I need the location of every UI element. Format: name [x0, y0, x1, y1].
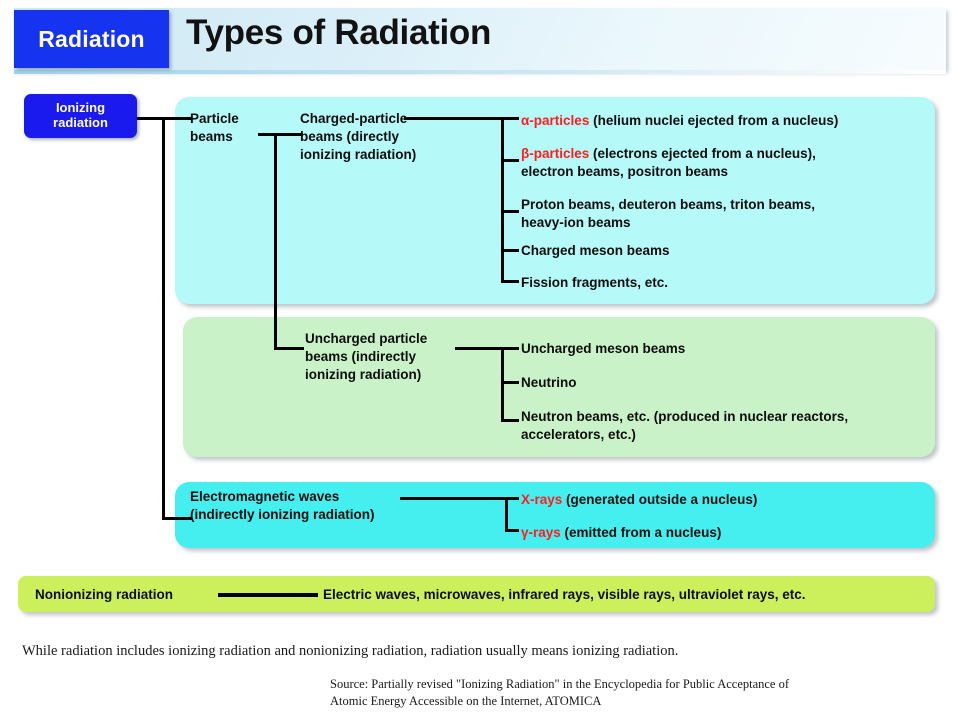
tick-item-a1 — [501, 117, 519, 120]
panel-electromagnetic-waves — [175, 482, 935, 548]
connector-particle-subtrunk — [274, 133, 277, 350]
list-item: X-rays (generated outside a nucleus) — [521, 491, 757, 509]
label-uncharged-particle-beams: Uncharged particle beams (indirectly ion… — [305, 331, 428, 382]
connector-nonionizing — [218, 593, 318, 597]
connector-uncharged-to-bracket — [455, 347, 504, 350]
header-underline-divider — [14, 70, 946, 74]
bracket-charged-particle-items — [501, 117, 504, 283]
list-item: α-particles (helium nuclei ejected from … — [521, 112, 838, 130]
item-text: Proton beams, deuteron beams, triton bea… — [521, 197, 816, 230]
tick-item-b2 — [501, 381, 519, 384]
tick-item-c2 — [505, 529, 519, 532]
connector-trunk-to-electromagnetic — [162, 517, 192, 520]
bracket-uncharged-items — [501, 347, 504, 422]
item-text: Fission fragments, etc. — [521, 275, 669, 290]
header-category-tag: Radiation — [14, 10, 169, 68]
connector-particle-to-subtrunk — [258, 133, 303, 136]
ionizing-radiation-chip: Ionizing radiation — [24, 94, 137, 138]
item-text: (electrons ejected from a nucleus), elec… — [521, 146, 816, 179]
item-highlight: γ-rays — [521, 525, 561, 540]
label-particle-beams: Particle beams — [190, 111, 239, 144]
tick-item-a3 — [501, 210, 519, 213]
tick-item-b1 — [501, 347, 519, 350]
tick-item-a5 — [501, 280, 519, 283]
connector-trunk-to-particle — [162, 117, 192, 120]
label-nonionizing-radiation: Nonionizing radiation — [35, 587, 173, 602]
header-category-label: Radiation — [38, 25, 145, 52]
panel-nonionizing-radiation — [18, 576, 935, 612]
connector-main-trunk — [162, 117, 165, 520]
ionizing-chip-line2: radiation — [53, 115, 108, 130]
tick-item-a4 — [501, 249, 519, 252]
bracket-electromagnetic-items — [505, 497, 508, 532]
list-item: Charged meson beams — [521, 242, 670, 260]
connector-subtrunk-to-uncharged — [274, 347, 304, 350]
label-electromagnetic-waves: Electromagnetic waves (indirectly ionizi… — [190, 489, 375, 522]
list-item: Neutron beams, etc. (produced in nuclear… — [521, 408, 848, 443]
footnote-text: While radiation includes ionizing radiat… — [22, 643, 679, 659]
item-highlight: α-particles — [521, 113, 590, 128]
panel-particle-beams — [175, 97, 935, 304]
list-item: Fission fragments, etc. — [521, 274, 668, 292]
list-item: Proton beams, deuteron beams, triton bea… — [521, 196, 815, 231]
list-item: β-particles (electrons ejected from a nu… — [521, 145, 816, 180]
tick-item-a2 — [501, 159, 519, 162]
tick-item-c1 — [505, 497, 519, 500]
item-text: Neutron beams, etc. (produced in nuclear… — [521, 409, 849, 442]
ionizing-chip-line1: Ionizing — [55, 100, 106, 116]
item-highlight: X-rays — [521, 492, 563, 507]
source-citation: Source: Partially revised "Ionizing Radi… — [330, 677, 790, 708]
item-text: (generated outside a nucleus) — [562, 492, 758, 507]
panel-uncharged-particle-beams — [183, 317, 935, 457]
header-bar — [14, 8, 946, 70]
value-nonionizing-radiation: Electric waves, microwaves, infrared ray… — [323, 587, 806, 602]
item-highlight: β-particles — [521, 146, 590, 161]
list-item: Uncharged meson beams — [521, 340, 685, 358]
item-text: Neutrino — [521, 375, 577, 390]
connector-charged-to-bracket — [404, 117, 504, 120]
list-item: γ-rays (emitted from a nucleus) — [521, 524, 721, 542]
item-text: Charged meson beams — [521, 243, 670, 258]
item-text: (emitted from a nucleus) — [560, 525, 722, 540]
tick-item-b3 — [501, 419, 519, 422]
page-title: Types of Radiation — [186, 13, 492, 52]
item-text: (helium nuclei ejected from a nucleus) — [589, 113, 839, 128]
connector-em-to-bracket — [400, 497, 508, 500]
label-charged-particle-beams: Charged-particle beams (directly ionizin… — [300, 111, 417, 162]
item-text: Uncharged meson beams — [521, 341, 686, 356]
list-item: Neutrino — [521, 374, 577, 392]
